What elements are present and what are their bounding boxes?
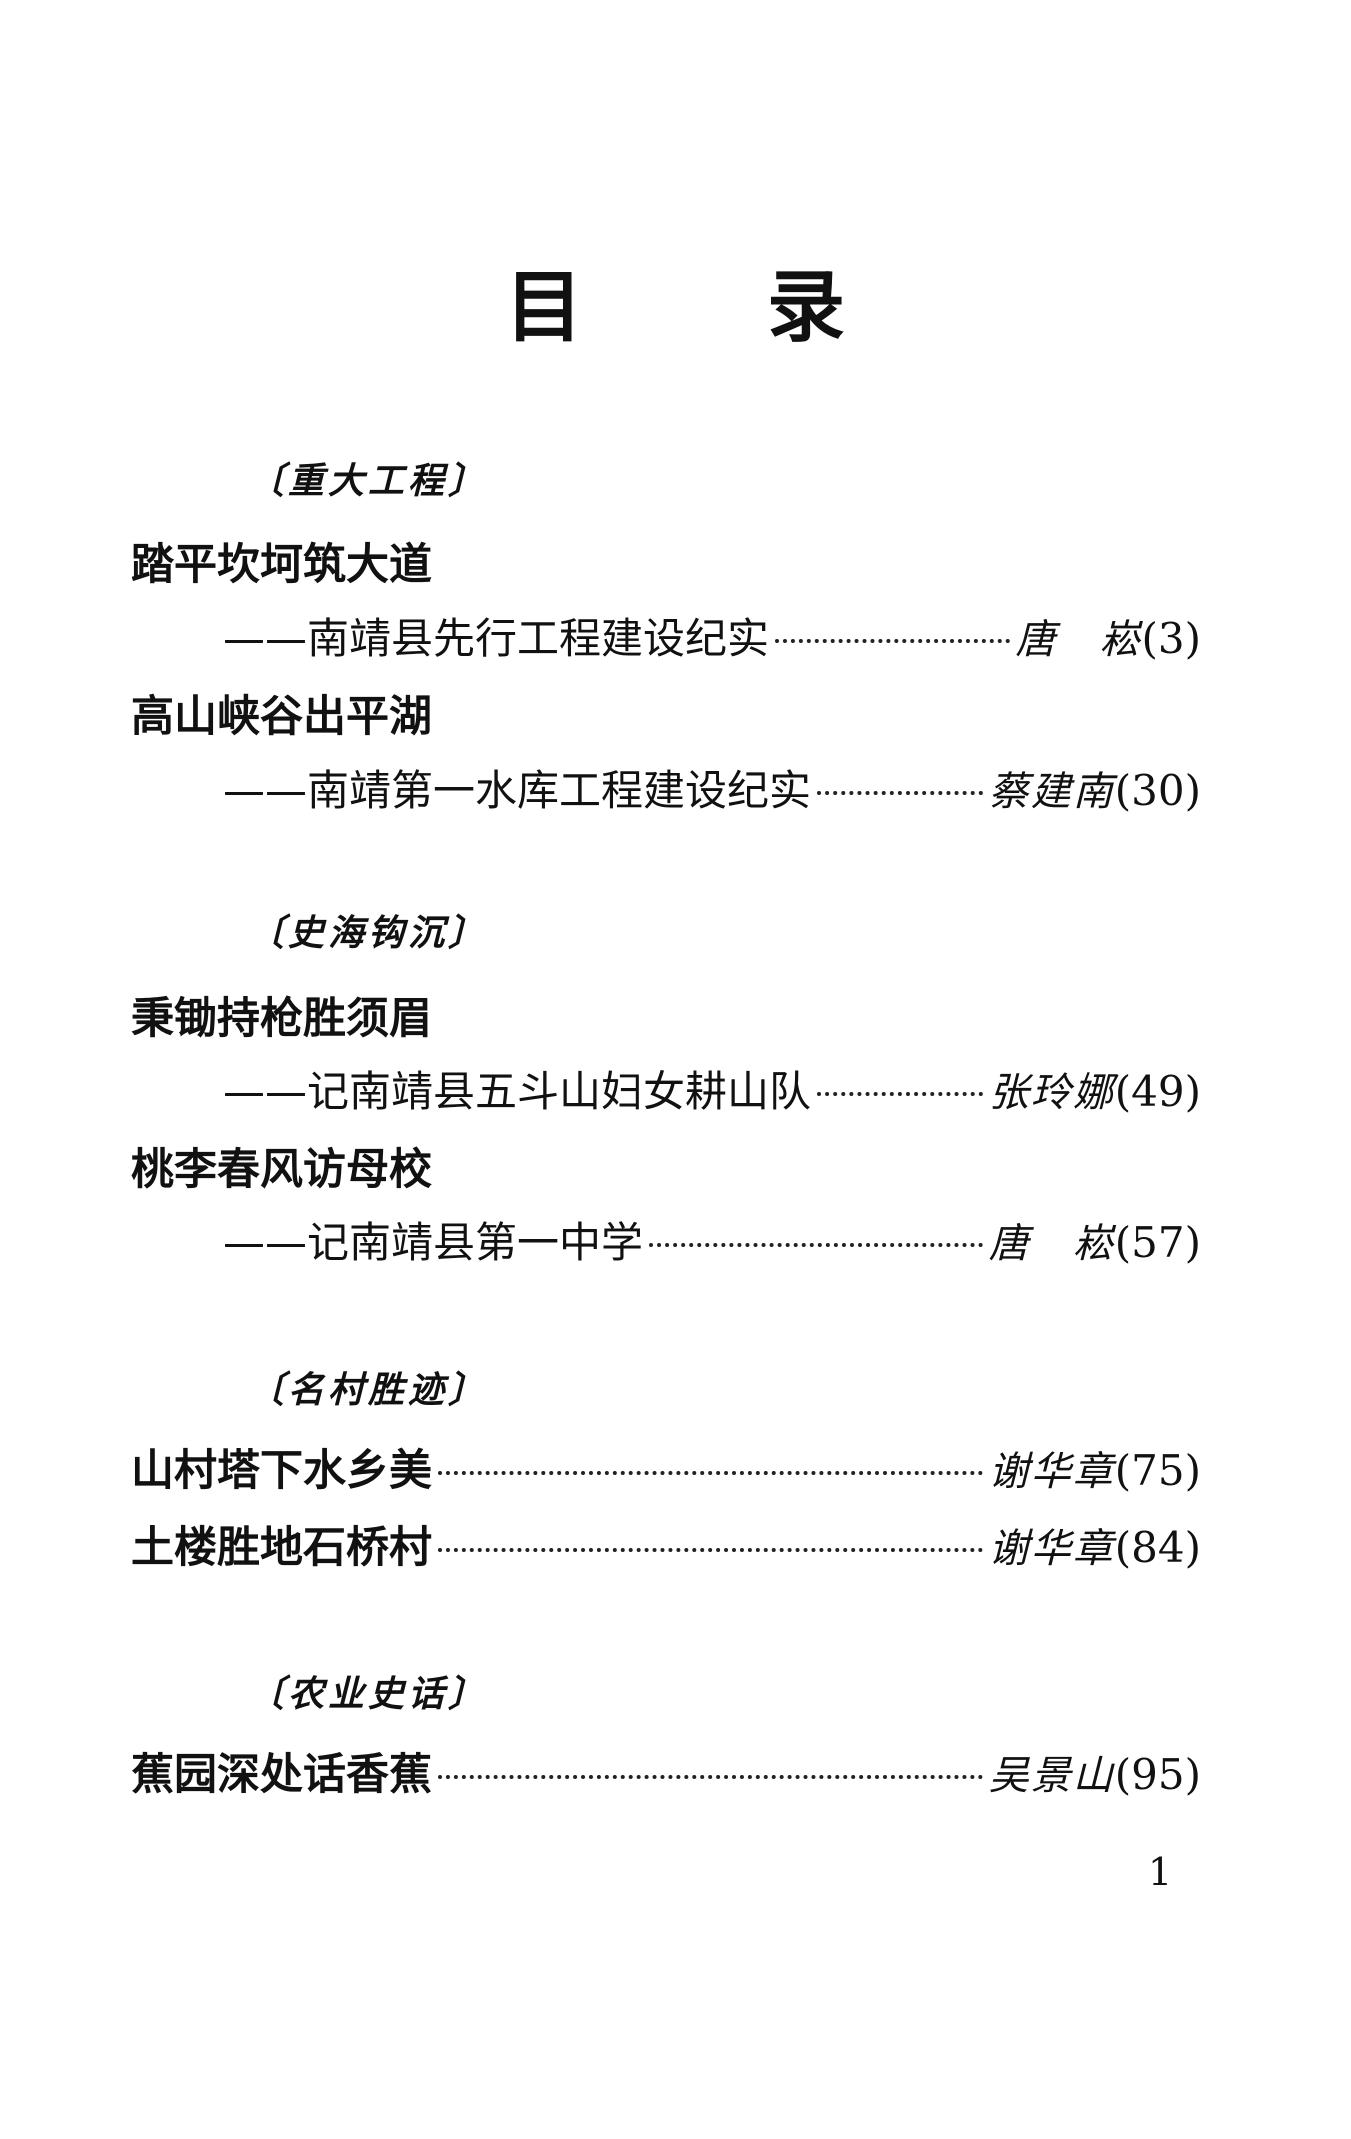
entry-page: (57) xyxy=(1114,1218,1201,1267)
toc-entry[interactable]: 土楼胜地石桥村 谢华章(84) xyxy=(131,1513,1201,1575)
toc-entry-heading[interactable]: 踏平坎坷筑大道 xyxy=(131,530,1201,592)
page-number: 1 xyxy=(1148,1850,1173,1894)
entry-page: (30) xyxy=(1114,766,1201,815)
dot-leader xyxy=(649,1243,983,1247)
entry-title: 土楼胜地石桥村 xyxy=(131,1523,432,1573)
dot-leader xyxy=(775,639,1010,643)
dot-leader xyxy=(438,1775,983,1779)
entry-title: 秉锄持枪胜须眉 xyxy=(131,994,432,1044)
section-label: 〔史海钩沉〕 xyxy=(248,912,489,954)
entry-subtitle: ——南靖县先行工程建设纪实 xyxy=(223,614,770,663)
entry-title: 高山峡谷出平湖 xyxy=(131,692,432,742)
entry-title: 山村塔下水乡美 xyxy=(131,1446,432,1496)
entry-page: (95) xyxy=(1114,1750,1201,1799)
title-char: 录 xyxy=(766,263,845,353)
entry-author: 谢华章 xyxy=(988,1526,1115,1572)
entry-author: 吴景山 xyxy=(988,1753,1115,1799)
entry-page: (84) xyxy=(1114,1523,1201,1572)
entry-subtitle: ——记南靖县五斗山妇女耕山队 xyxy=(223,1067,812,1116)
dot-leader xyxy=(817,1092,983,1096)
toc-entry-heading[interactable]: 桃李春风访母校 xyxy=(131,1135,1201,1197)
entry-page: (75) xyxy=(1114,1446,1201,1495)
toc-entry-heading[interactable]: 秉锄持枪胜须眉 xyxy=(131,984,1201,1046)
toc-entry[interactable]: ——南靖第一水库工程建设纪实 蔡建南(30) xyxy=(223,757,1201,818)
entry-title: 蕉园深处话香蕉 xyxy=(131,1750,432,1800)
entry-title: 桃李春风访母校 xyxy=(131,1145,432,1195)
entry-title: 踏平坎坷筑大道 xyxy=(131,540,432,590)
toc-entry[interactable]: ——南靖县先行工程建设纪实 唐 崧(3) xyxy=(223,605,1201,666)
section-label: 〔名村胜迹〕 xyxy=(248,1369,489,1411)
entry-page: (3) xyxy=(1141,614,1202,663)
toc-entry-heading[interactable]: 高山峡谷出平湖 xyxy=(131,682,1201,744)
toc-entry[interactable]: 蕉园深处话香蕉 吴景山(95) xyxy=(131,1740,1201,1802)
entry-author: 张玲娜 xyxy=(988,1070,1115,1116)
title-char: 目 xyxy=(505,263,584,353)
entry-page: (49) xyxy=(1114,1067,1201,1116)
toc-entry[interactable]: ——记南靖县第一中学 唐 崧(57) xyxy=(223,1209,1201,1270)
entry-author: 唐 崧 xyxy=(1015,617,1142,663)
entry-author: 蔡建南 xyxy=(988,769,1115,815)
toc-entry[interactable]: ——记南靖县五斗山妇女耕山队 张玲娜(49) xyxy=(223,1058,1201,1119)
dot-leader xyxy=(438,1548,983,1552)
section-label: 〔重大工程〕 xyxy=(248,460,489,502)
entry-author: 唐 崧 xyxy=(988,1221,1115,1267)
dot-leader xyxy=(817,791,983,795)
entry-subtitle: ——记南靖县第一中学 xyxy=(223,1218,644,1267)
page-title: 目 录 xyxy=(505,245,845,357)
entry-subtitle: ——南靖第一水库工程建设纪实 xyxy=(223,766,812,815)
dot-leader xyxy=(438,1471,983,1475)
toc-entry[interactable]: 山村塔下水乡美 谢华章(75) xyxy=(131,1436,1201,1498)
entry-author: 谢华章 xyxy=(988,1449,1115,1495)
section-label: 〔农业史话〕 xyxy=(248,1673,489,1715)
